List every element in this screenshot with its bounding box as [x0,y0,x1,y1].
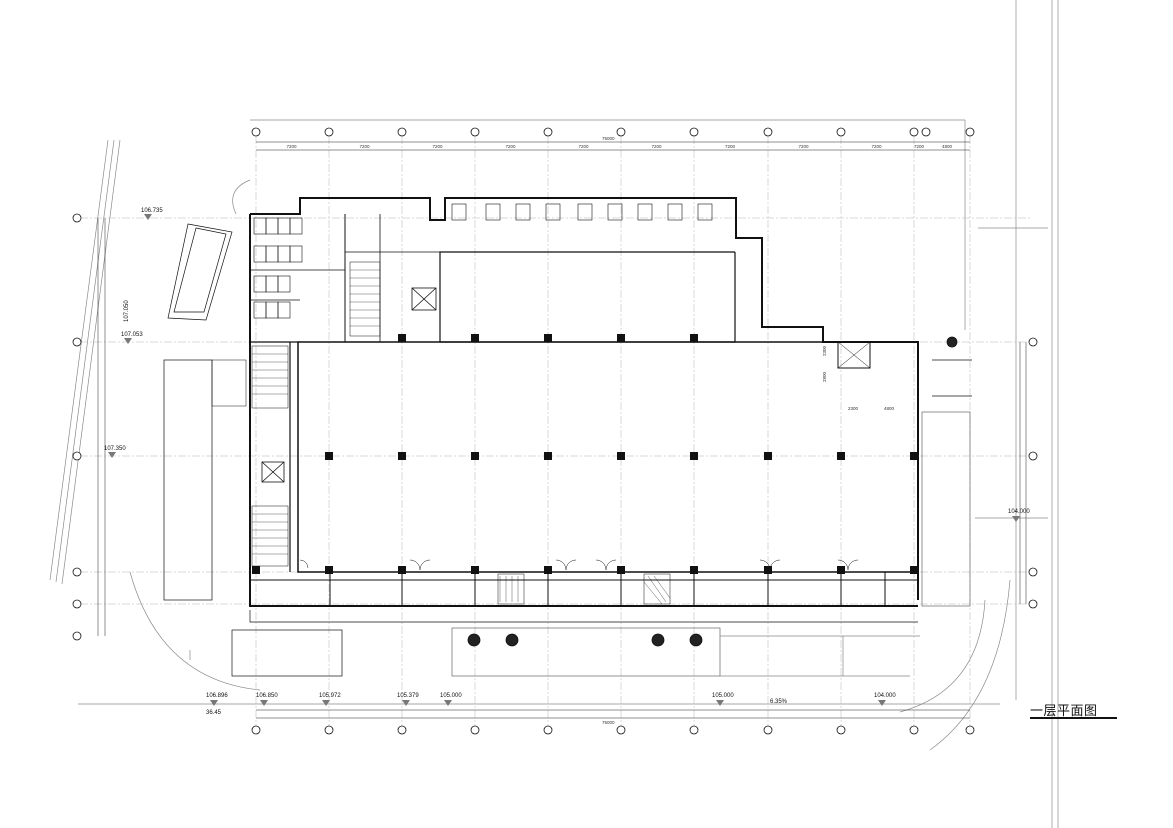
bottom-overall-dimension: 75000 [602,720,615,725]
elevation-markers [108,214,1020,706]
elevation-label-bottom-left-2: 106.850 [256,693,278,699]
elevation-label-bottom-left-1: 106.896 [206,693,228,699]
top-axis-markers [251,127,975,137]
door-swings [299,559,859,571]
elevation-label-left-mid: 107.350 [104,446,126,452]
exterior-elements [163,223,972,677]
top-bay-dimension: 7200 [360,144,371,149]
top-bay-dimension: 4800 [942,144,953,149]
elevation-label-left-upper: 107.053 [121,332,143,338]
drawing-title: 一层平面图 [1030,704,1098,719]
dimension-lines [97,141,1027,719]
elevation-label-bottom-3: 105.000 [440,693,462,699]
top-bay-dimension: 7200 [725,144,736,149]
elevation-label-right-mid: 104.000 [1008,509,1030,515]
top-bay-dimension: 7200 [914,144,925,149]
stairs [211,261,671,605]
right-dimension-4: 2800 [822,371,827,382]
stair-treads [252,269,671,605]
right-axis-markers [1028,337,1038,609]
right-dimension-3: 2300 [822,345,827,356]
elevation-label-left-top: 106.735 [141,208,163,214]
left-axis-markers [72,213,82,641]
elevation-label-bottom-4: 105.000 [712,693,734,699]
top-bay-dimension: 7200 [872,144,883,149]
slope-note: 6.35% [770,699,788,705]
top-bay-dimension: 7200 [506,144,517,149]
top-bay-dimension: 7200 [799,144,810,149]
title-underline [1030,717,1117,719]
site-context-lines [49,0,1059,828]
top-shop-fixtures [451,203,713,221]
elevation-label-bottom-right: 104.000 [874,693,896,699]
top-bay-dimension: 7200 [652,144,663,149]
top-overall-dimension: 75000 [602,136,615,141]
top-bay-dimension: 7200 [433,144,444,149]
elevation-label-bottom-2: 105.379 [397,693,419,699]
planter-trees [467,336,958,647]
right-dimension-2: 4800 [884,406,895,411]
elevation-label-bottom-1: 105.972 [319,693,341,699]
right-dimension-1: 2300 [848,406,859,411]
top-bay-dimension: 7200 [287,144,298,149]
columns [252,334,918,574]
toilet-partitions [253,217,303,319]
slope-note-2: 36.45 [206,710,222,716]
grid-lines [80,136,1030,728]
bottom-axis-markers [251,725,975,735]
elevators [261,287,437,483]
elevation-label-left-upper-2: 107.050 [124,300,130,322]
building-walls [249,197,919,607]
top-bay-dimension: 7200 [579,144,590,149]
